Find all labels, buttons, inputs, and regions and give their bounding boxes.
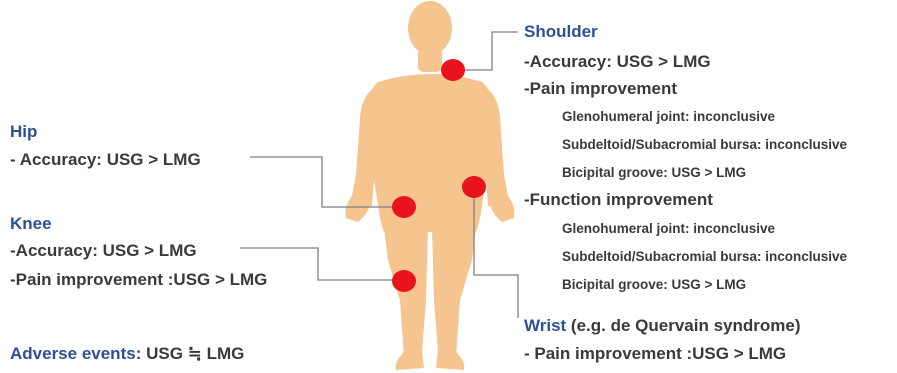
hip-title: Hip [10, 122, 37, 142]
hip-accuracy: - Accuracy: USG > LMG [10, 150, 201, 170]
shoulder-accuracy: -Accuracy: USG > LMG [524, 52, 711, 72]
shoulder-function-item: Glenohumeral joint: inconclusive [562, 221, 775, 236]
adverse-value: : USG ≒ LMG [136, 344, 245, 363]
right-leg [432, 228, 476, 356]
wrist-title: Wrist [524, 316, 566, 335]
human-body-silhouette [346, 1, 515, 370]
head [408, 1, 452, 55]
wrist-heading: Wrist (e.g. de Quervain syndrome) [524, 316, 800, 336]
shoulder-connector [462, 32, 518, 70]
left-leg [384, 228, 428, 356]
shoulder-pain-item: Glenohumeral joint: inconclusive [562, 109, 775, 124]
knee-accuracy: -Accuracy: USG > LMG [10, 241, 197, 261]
wrist-pain: - Pain improvement :USG > LMG [524, 344, 786, 364]
neck [418, 48, 442, 72]
shoulder-function-heading: -Function improvement [524, 190, 713, 210]
adverse-events: Adverse events: USG ≒ LMG [10, 344, 244, 364]
shoulder-pain-item: Subdeltoid/Subacromial bursa: inconclusi… [562, 137, 847, 152]
left-foot [396, 350, 424, 370]
adverse-title: Adverse events [10, 344, 136, 363]
knee-pain: -Pain improvement :USG > LMG [10, 270, 267, 290]
shoulder-title: Shoulder [524, 22, 598, 42]
shoulder-marker [441, 59, 465, 81]
hip-marker [392, 196, 416, 218]
knee-marker [392, 270, 416, 292]
shoulder-pain-heading: -Pain improvement [524, 79, 677, 99]
shoulder-function-item: Subdeltoid/Subacromial bursa: inconclusi… [562, 249, 847, 264]
wrist-note: (e.g. de Quervain syndrome) [566, 316, 800, 335]
wrist-marker [462, 176, 486, 198]
right-foot [436, 350, 464, 370]
shoulder-pain-item: Bicipital groove: USG > LMG [562, 165, 746, 180]
knee-title: Knee [10, 214, 52, 234]
shoulder-function-item: Bicipital groove: USG > LMG [562, 277, 746, 292]
